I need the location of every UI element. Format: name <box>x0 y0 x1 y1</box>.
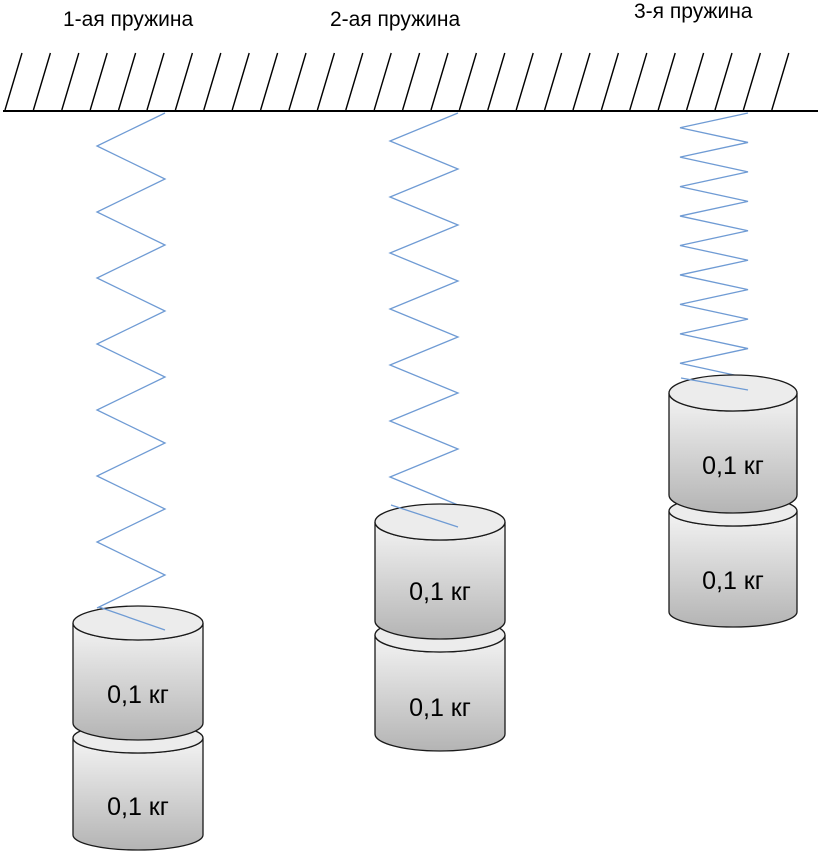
spring-1-weight-lower: 0,1 кг <box>72 722 204 851</box>
hatch-line <box>345 52 364 111</box>
hatch-line <box>430 52 449 111</box>
hatch-line <box>288 52 307 111</box>
hatch-line <box>146 52 165 111</box>
weight-top-face <box>668 374 798 412</box>
spring-3-hook <box>680 377 749 391</box>
hatch-line <box>600 52 620 111</box>
hatch-line <box>4 52 23 111</box>
spring-1-coil <box>95 112 167 609</box>
spring-3-weight-upper: 0,1 кг <box>668 374 798 514</box>
ceiling <box>3 52 818 112</box>
spring-3-coil <box>679 112 749 379</box>
hatch-line <box>515 52 534 111</box>
hatch-line <box>657 52 676 111</box>
spring-3-label: 3-я пружина <box>634 0 753 23</box>
weight-top-face <box>374 503 506 541</box>
hatch-line <box>61 52 80 111</box>
hatch-line <box>543 52 563 111</box>
spring-1-label: 1-ая пружина <box>63 8 194 31</box>
hatch-line <box>458 52 478 111</box>
hatch-line <box>316 52 336 111</box>
hatch-line <box>203 52 222 111</box>
spring-2-weight-lower-label: 0,1 кг <box>409 694 471 722</box>
weight-top-face <box>72 605 204 641</box>
spring-3: 0,1 кг 0,1 кг <box>668 112 798 628</box>
spring-3-weight-lower: 0,1 кг <box>668 495 798 628</box>
hatch-line <box>174 52 194 111</box>
hatch-line <box>572 52 591 111</box>
hatch-line <box>685 52 705 111</box>
hatch-line <box>714 52 733 111</box>
spring-2-coil <box>388 112 460 506</box>
hatch-line <box>117 52 137 111</box>
hatch-line <box>373 52 392 111</box>
spring-2-label: 2-ая пружина <box>330 8 461 31</box>
spring-1-weight-upper: 0,1 кг <box>72 605 204 741</box>
spring-1-weight-lower-label: 0,1 кг <box>107 793 169 821</box>
hatch-line <box>771 52 790 111</box>
hatch-line <box>259 52 279 111</box>
spring-1-hook <box>98 606 166 631</box>
spring-2-weight-upper: 0,1 кг <box>374 503 506 640</box>
hatch-line <box>32 52 52 111</box>
hatch-line <box>401 52 421 111</box>
hatch-line <box>742 52 762 111</box>
spring-2: 0,1 кг 0,1 кг <box>374 112 506 752</box>
spring-2-hook <box>390 504 459 528</box>
hatch-line <box>487 52 506 111</box>
ceiling-hatching <box>4 52 790 111</box>
hatch-line <box>629 52 648 111</box>
spring-2-weight-upper-label: 0,1 кг <box>409 578 471 606</box>
spring-1: 0,1 кг 0,1 кг <box>72 112 204 851</box>
spring-3-weight-lower-label: 0,1 кг <box>702 567 764 595</box>
hatch-line <box>231 52 250 111</box>
hatch-line <box>89 52 108 111</box>
spring-3-weight-upper-label: 0,1 кг <box>702 452 764 480</box>
spring-1-weight-upper-label: 0,1 кг <box>107 681 169 709</box>
